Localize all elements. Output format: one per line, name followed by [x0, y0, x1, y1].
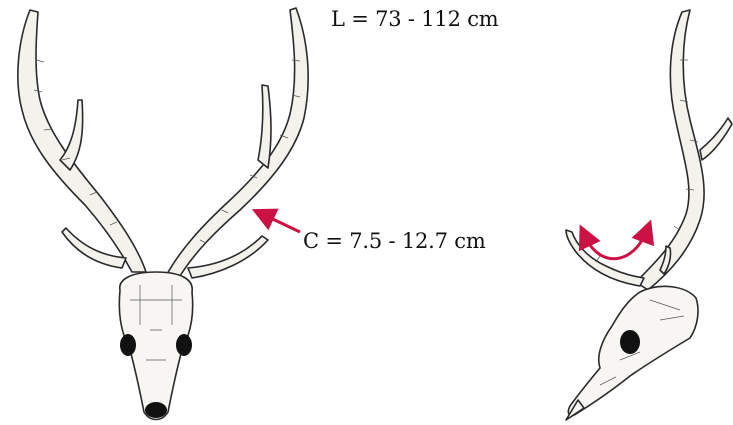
nasal-opening [145, 402, 167, 418]
left-eye-socket [120, 334, 136, 356]
brow-tine-curve-arrow [586, 228, 648, 259]
left-antler-beam [18, 10, 146, 272]
side-view-skull [566, 10, 732, 420]
side-eye-socket [620, 330, 640, 354]
circumference-pointer-arrow [260, 213, 300, 232]
side-antler-tine-upper [700, 118, 732, 160]
right-antler-beam [166, 8, 308, 276]
length-measurement-label: L = 73 - 112 cm [331, 7, 499, 31]
right-antler-tine-upper [258, 85, 271, 168]
circumference-measurement-label: C = 7.5 - 12.7 cm [303, 229, 486, 253]
right-eye-socket [176, 334, 192, 356]
